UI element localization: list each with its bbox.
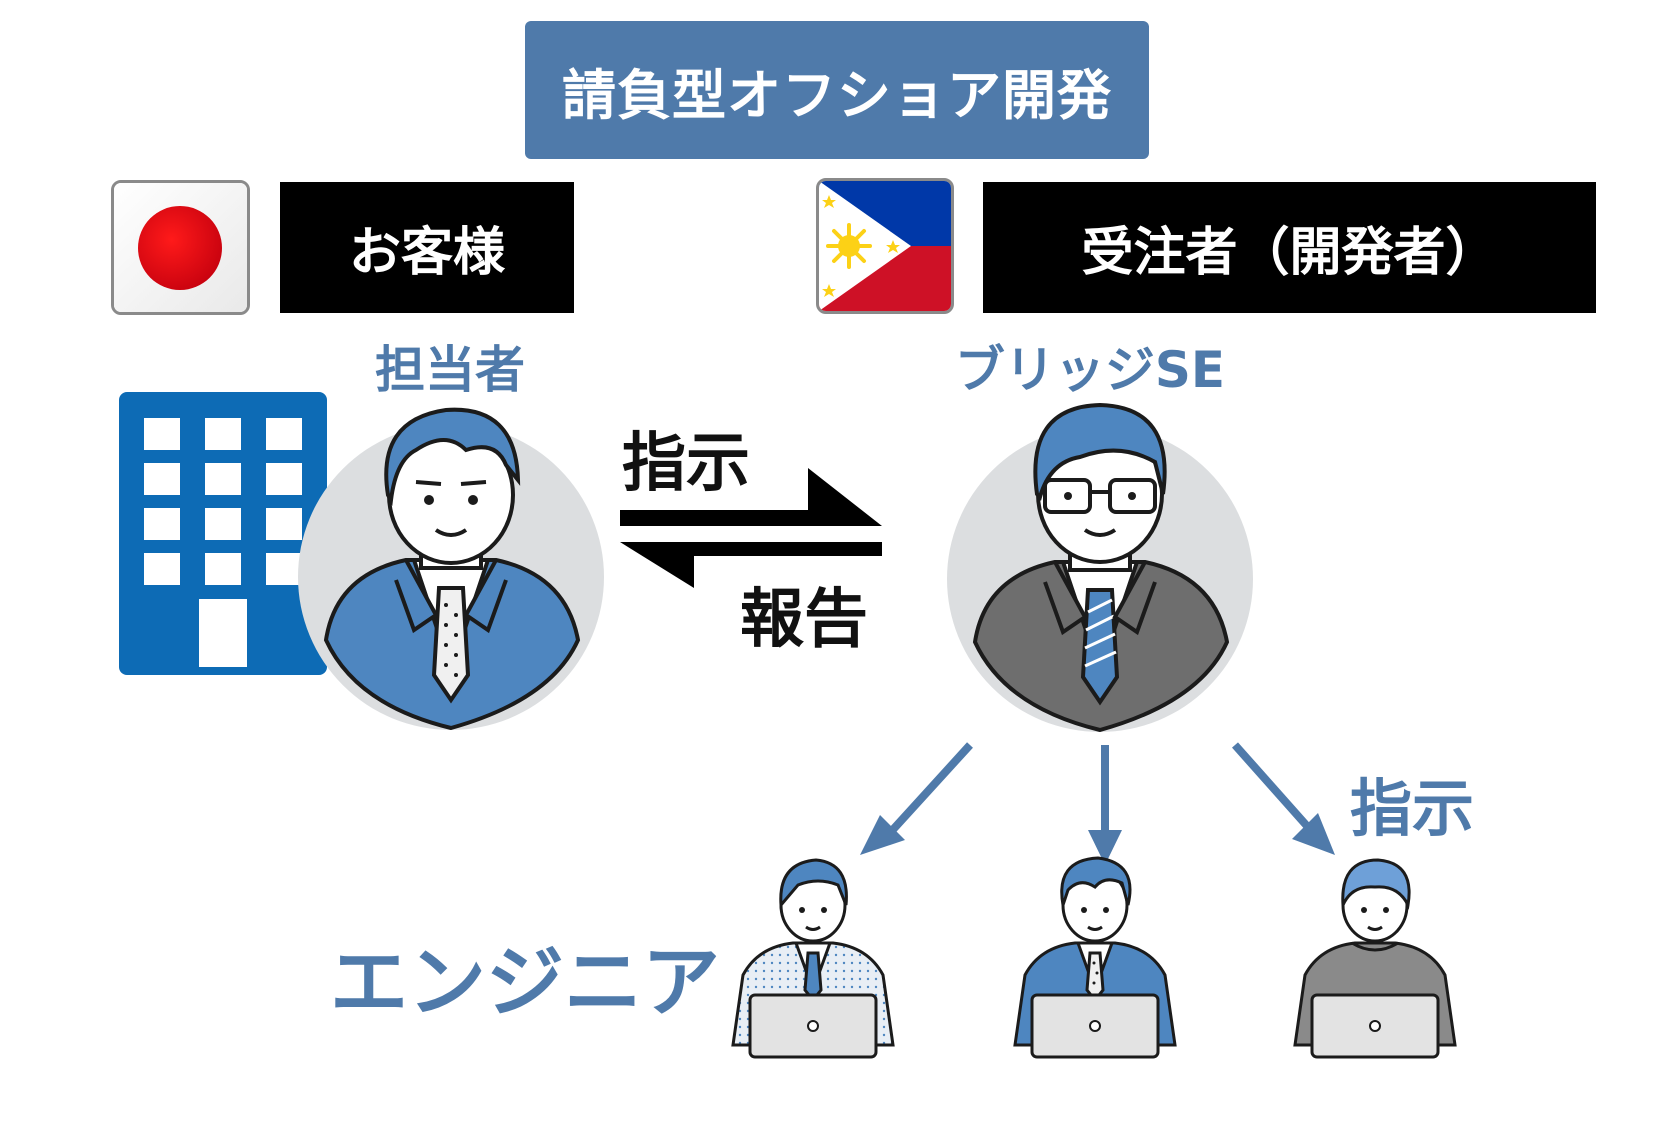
- client-role-label: 担当者: [375, 341, 525, 399]
- engineer-2-avatar: [1010, 855, 1180, 1060]
- engineer-3-avatar: [1290, 855, 1460, 1060]
- report-label: 報告: [740, 583, 868, 657]
- engineer-1-avatar: [728, 855, 898, 1060]
- downward-arrows-icon: [860, 735, 1340, 865]
- philippines-flag-icon: [816, 178, 954, 314]
- instruct-label: 指示: [622, 427, 750, 501]
- contractor-label-box: 受注者（開発者）: [983, 182, 1596, 313]
- japan-flag-icon: [111, 180, 250, 315]
- exchange-arrows-icon: [620, 468, 882, 588]
- client-label-box: お客様: [280, 182, 574, 313]
- contractor-role-label: ブリッジSE: [954, 341, 1226, 399]
- office-building-icon: [119, 392, 327, 675]
- client-manager-avatar: [296, 400, 606, 731]
- engineer-label: エンジニア: [330, 938, 721, 1028]
- instruct-down-label: 指示: [1350, 772, 1475, 845]
- diagram-title: 請負型オフショア開発: [525, 21, 1149, 159]
- bridge-se-avatar: [940, 402, 1260, 733]
